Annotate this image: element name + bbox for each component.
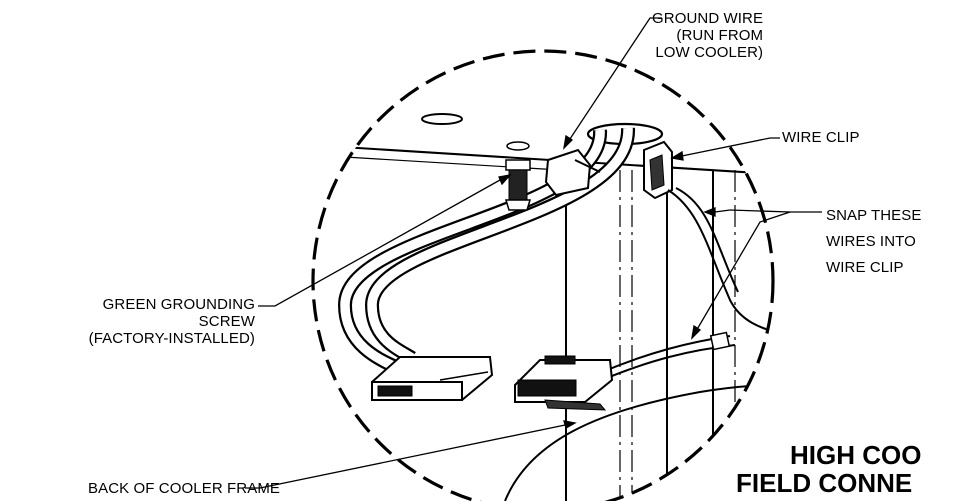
connector-left-latch [439,371,489,381]
arrow-green-screw [498,174,512,186]
wire-harness-inner-2 [367,127,633,363]
callout-snap-wires: SNAP THESE WIRES INTO WIRE CLIP [826,207,922,276]
detail-circle-border [311,49,775,501]
mounting-hole [421,113,463,125]
loose-wire-a [667,189,773,336]
ground-wire-bracket [544,148,592,197]
callout-wire-clip: WIRE CLIP [782,129,860,146]
leader-snap-wires-b [691,211,791,339]
ground-lug-wire [574,159,601,173]
title-line-2: FIELD CONNE [736,468,913,498]
leader-snap-wires-a [729,209,822,213]
callout-ground-wire: GROUND WIRE (RUN FROM LOW COOLER) [652,10,764,61]
connector-left-pins [377,385,413,397]
leader-cooler-frame [245,423,571,489]
connector-right-top [544,355,576,365]
arrow-snap-wires-a [703,207,716,217]
leader-snap-wires-a-tip [714,209,731,213]
callout-green-screw: GREEN GROUNDING SCREW (FACTORY-INSTALLED… [88,296,255,347]
wire-splice [709,331,731,351]
screw-thread [508,169,528,201]
leader-lines [245,17,822,489]
screw-washer [506,141,530,151]
arrow-snap-wires-b [691,324,702,340]
leader-wire-clip [671,137,780,159]
screw-nut [504,199,532,211]
leader-ground-wire [563,17,662,149]
arrow-wire-clip [670,150,684,161]
cooler-frame-curve [504,384,773,501]
callout-cooler-frame: BACK OF COOLER FRAME [88,480,281,497]
leader-green-screw [258,179,501,307]
loose-wire-b [675,187,739,293]
title-line-1: HIGH COO [790,440,922,470]
loose-wire-d [601,344,736,381]
arrow-cooler-frame [563,420,577,429]
connector-right-pins [517,379,577,397]
arrow-ground-wire [563,134,574,150]
screw-head [505,159,531,171]
connector-right-tab [544,399,607,411]
magnified-interior [313,113,773,501]
wire-clip-jaw [649,154,665,191]
